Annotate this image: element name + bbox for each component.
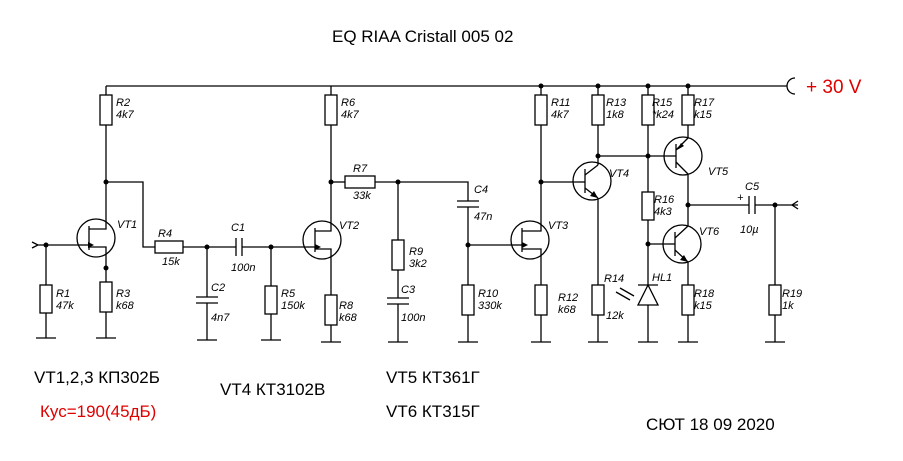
r5 xyxy=(264,285,278,315)
component-label: R16 xyxy=(654,194,675,206)
component-label: k68 xyxy=(339,312,358,324)
r11 xyxy=(534,94,548,126)
component-label: R5 xyxy=(281,288,296,300)
component-label: C2 xyxy=(211,282,225,294)
component-label: R1 xyxy=(56,288,70,300)
stage-2: R6 4k7 VT2 R8 k68 R7 33k R9 3k2 xyxy=(302,86,512,343)
note-vt123: VT1,2,3 КП302Б xyxy=(34,368,160,387)
component-label: 1k xyxy=(782,300,794,312)
note-gain: Кус=190(45дБ) xyxy=(40,402,156,421)
component-label: 47k xyxy=(56,300,74,312)
component-label: R7 xyxy=(353,163,368,175)
component-label: R19 xyxy=(782,288,802,300)
component-label: R17 xyxy=(694,97,715,109)
component-label: C4 xyxy=(474,184,488,196)
component-label: 100n xyxy=(231,262,255,274)
component-label: R3 xyxy=(116,288,131,300)
component-label: 4k7 xyxy=(551,109,570,121)
component-label: VT4 xyxy=(609,168,629,180)
component-label: VT5 xyxy=(708,166,729,178)
component-label: VT1 xyxy=(117,219,137,231)
r3 xyxy=(99,281,113,313)
component-label: 4k7 xyxy=(341,109,360,121)
component-label: 3k2 xyxy=(409,258,427,270)
component-label: C3 xyxy=(401,284,416,296)
component-label: k15 xyxy=(694,109,713,121)
note-vt6: VT6 КТ315Г xyxy=(386,402,480,421)
component-label: 15k xyxy=(162,256,180,268)
component-label: k15 xyxy=(694,300,713,312)
component-label: *k24 xyxy=(652,109,674,121)
r7 xyxy=(344,175,376,189)
component-label: 10µ xyxy=(740,224,759,236)
schematic-title: EQ RIAA Cristall 005 02 xyxy=(332,27,513,46)
svg-text:+: + xyxy=(737,192,744,204)
component-label: R11 xyxy=(551,97,570,109)
r1 xyxy=(39,284,53,314)
r12 xyxy=(534,284,548,316)
vt3-transistor: VT3 xyxy=(510,220,569,285)
note-date: СЮТ 18 09 2020 xyxy=(646,415,775,434)
component-label: R13 xyxy=(606,97,627,109)
note-vt4: VT4 КТ3102В xyxy=(220,380,325,399)
component-label: k68 xyxy=(116,300,135,312)
r10 xyxy=(461,284,475,316)
component-label: 1k8 xyxy=(606,109,625,121)
r6 xyxy=(324,94,338,126)
component-label: 47n xyxy=(474,211,492,223)
r17 xyxy=(681,94,695,126)
note-vt5: VT5 КТ361Г xyxy=(386,368,480,387)
r9 xyxy=(391,239,405,271)
r2 xyxy=(99,94,113,126)
component-label: R12 xyxy=(558,292,578,304)
vt2-transistor: VT2 xyxy=(302,220,359,295)
component-label: R9 xyxy=(409,246,423,258)
component-label: R10 xyxy=(478,288,499,300)
component-label: 4n7 xyxy=(211,312,230,324)
component-label: 150k xyxy=(281,300,305,312)
r13 xyxy=(591,94,605,126)
component-label: 33k xyxy=(353,190,371,202)
stage-1: R1 47k R2 4k7 VT1 R3 k68 R4 15k xyxy=(31,86,306,341)
component-label: 330k xyxy=(478,300,502,312)
component-label: VT2 xyxy=(339,220,359,232)
stage-3: R11 4k7 VT3 R12 k68 xyxy=(510,83,578,343)
supply-voltage-label: + 30 V xyxy=(806,77,862,98)
component-label: R18 xyxy=(694,288,715,300)
component-label: C1 xyxy=(231,222,245,234)
r18 xyxy=(681,284,695,316)
output-stage: R13 1k8 VT4 R14 12k R15 *k24 R16 xyxy=(572,83,802,343)
r4 xyxy=(154,240,184,254)
input-terminal xyxy=(31,241,78,249)
component-label: 4k7 xyxy=(116,109,135,121)
hl1-led: HL1 xyxy=(615,272,672,343)
output-terminal xyxy=(790,200,799,210)
component-label: R6 xyxy=(341,97,356,109)
component-label: VT6 xyxy=(699,226,720,238)
component-label: HL1 xyxy=(652,272,672,284)
vt1-transistor: VT1 xyxy=(76,218,137,268)
component-label: C5 xyxy=(745,181,760,193)
r8 xyxy=(324,294,338,326)
vt6-transistor: VT6 xyxy=(662,224,720,264)
component-label: 4k3 xyxy=(654,206,673,218)
component-label: k68 xyxy=(558,304,577,316)
component-label: 12k xyxy=(606,310,624,322)
vt5-transistor: VT5 xyxy=(663,136,729,178)
component-label: R8 xyxy=(339,300,354,312)
component-label: R4 xyxy=(158,228,172,240)
r16 xyxy=(641,191,655,221)
supply-rail: + 30 V xyxy=(106,77,862,98)
r19 xyxy=(768,284,782,316)
component-label: R14 xyxy=(604,273,624,285)
component-label: R15 xyxy=(652,97,673,109)
component-label: VT3 xyxy=(548,220,569,232)
component-label: 100n xyxy=(401,312,425,324)
r14 xyxy=(591,284,605,316)
component-label: R2 xyxy=(116,97,130,109)
vt4-transistor: VT4 xyxy=(572,161,629,201)
